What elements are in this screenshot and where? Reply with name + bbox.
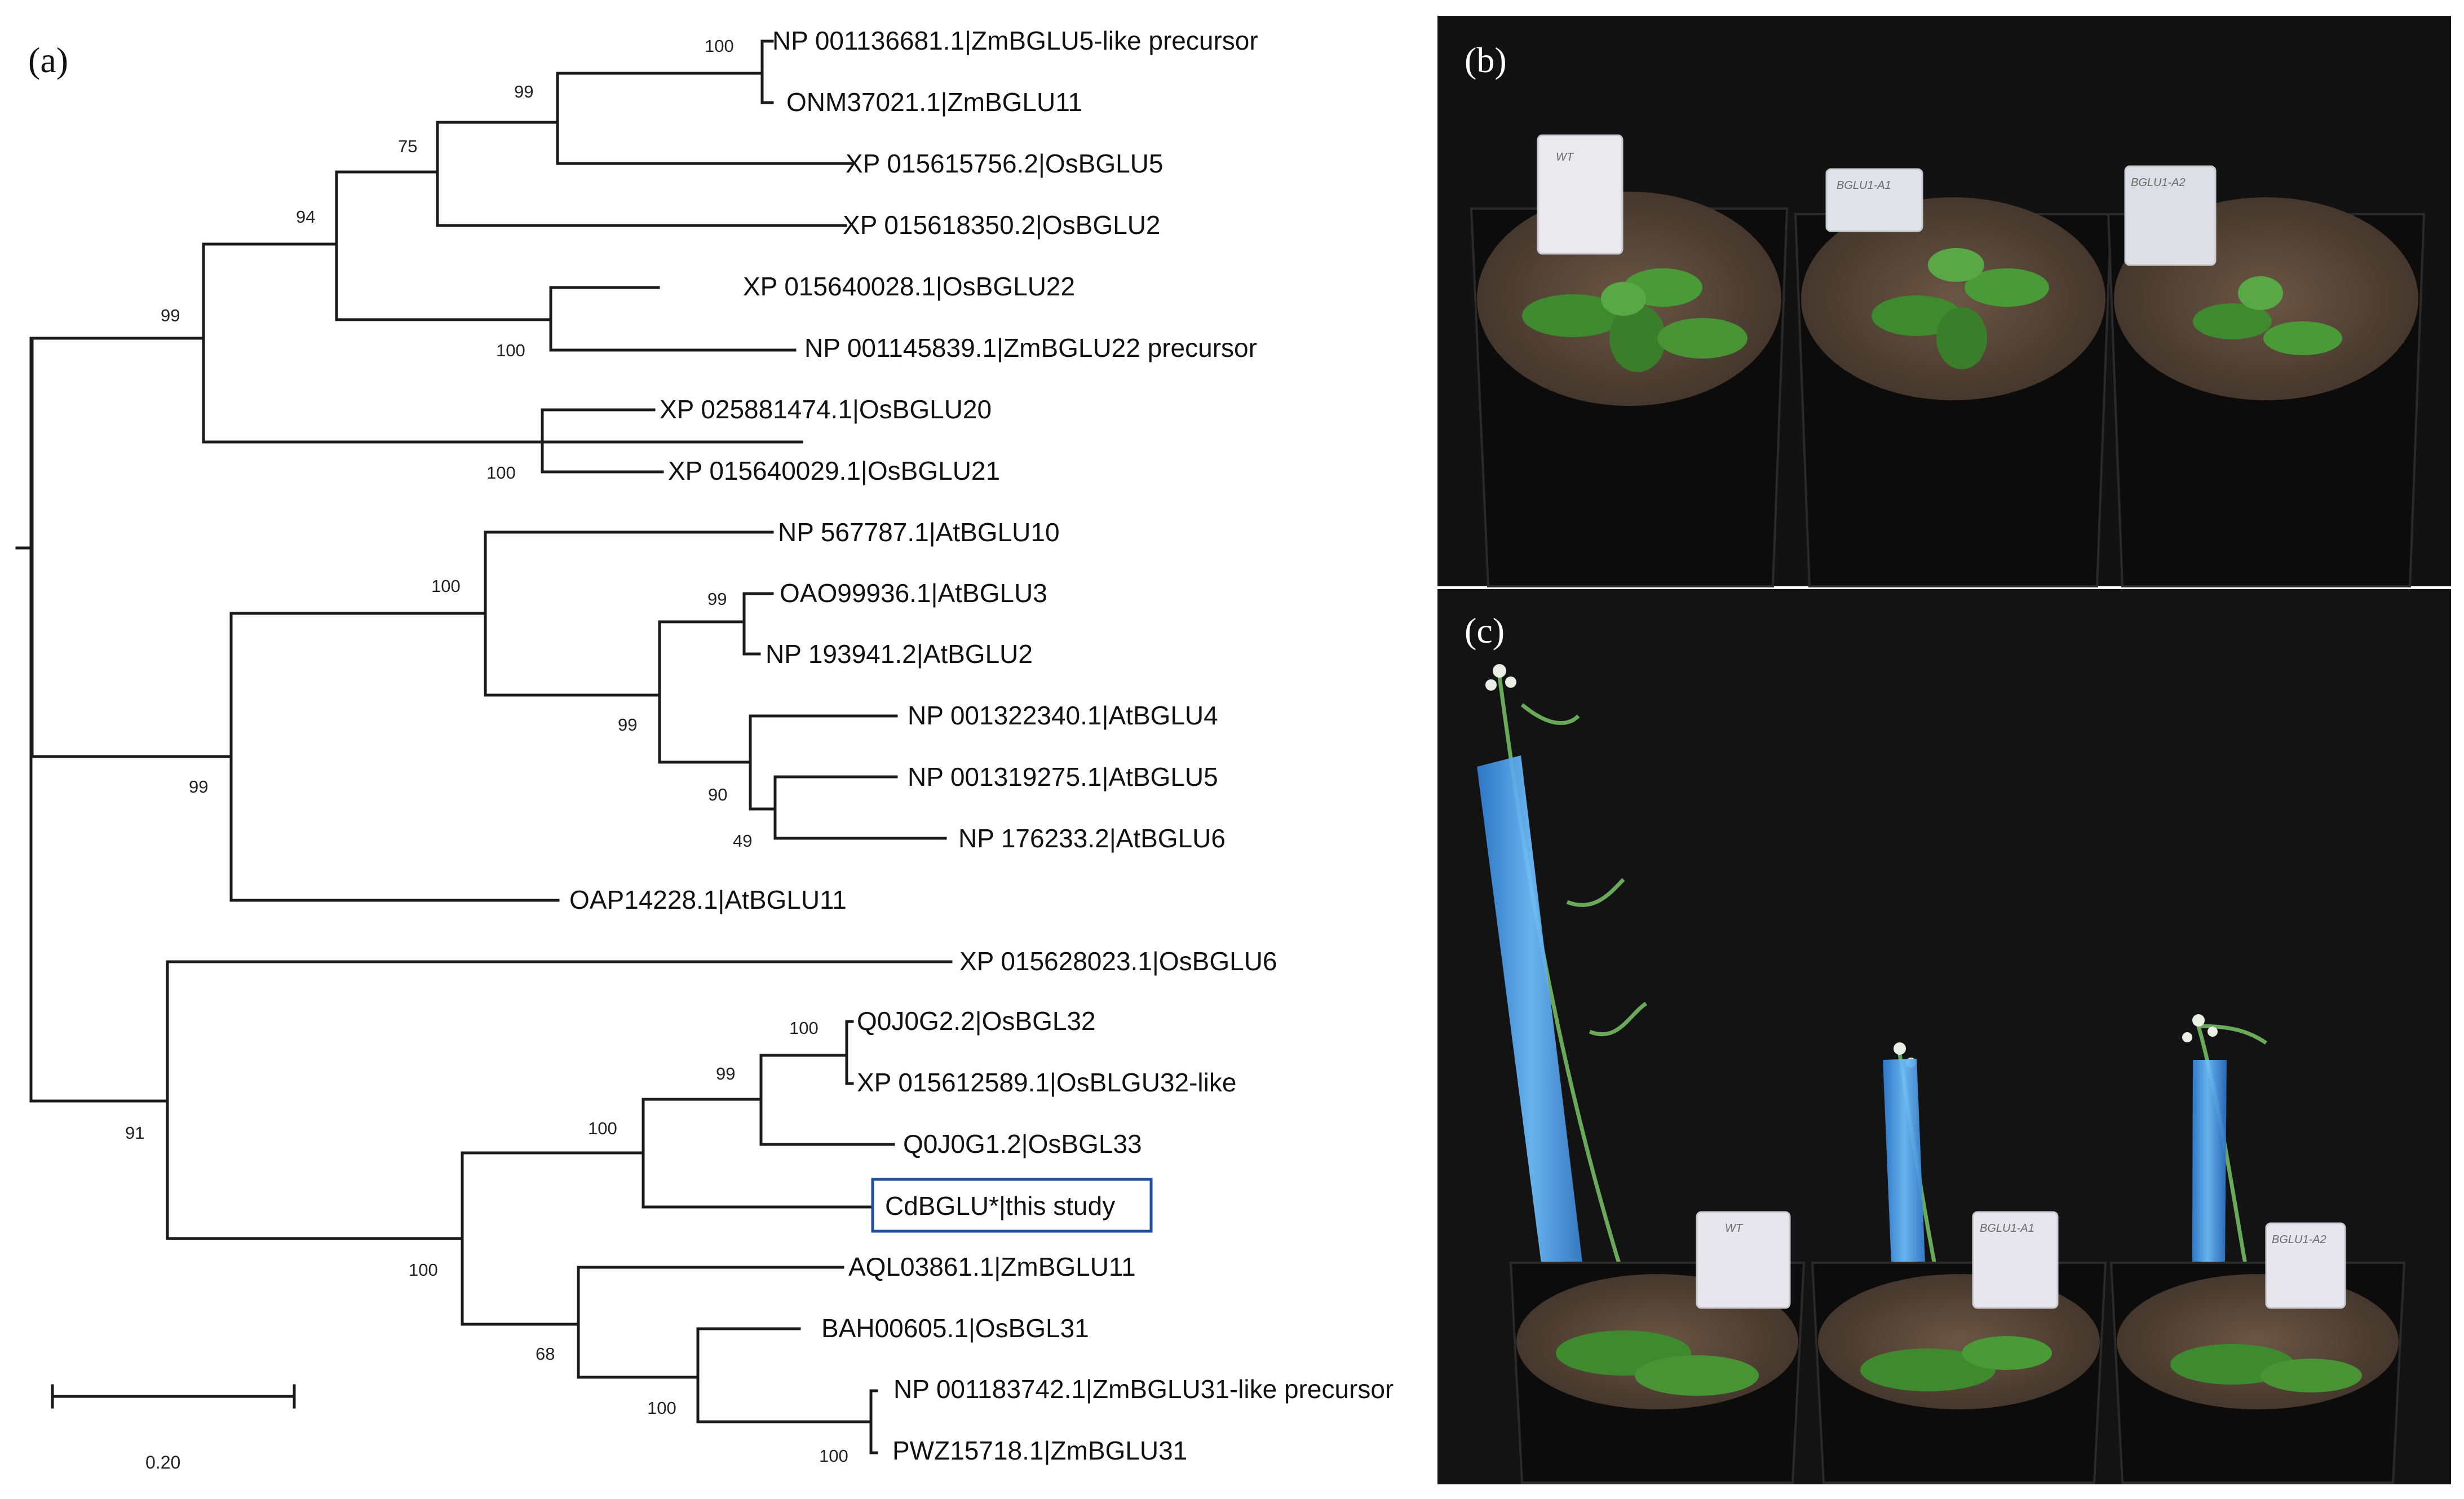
leaf-label: XP 015640029.1|OsBGLU21 bbox=[668, 456, 1000, 485]
panel-label-a: (a) bbox=[28, 40, 68, 80]
pot-wt-c: WT bbox=[1509, 1211, 1806, 1484]
bootstrap-label: 49 bbox=[733, 831, 752, 851]
leaf-label: OAO99936.1|AtBGLU3 bbox=[780, 578, 1047, 608]
leaf-label: NP 001136681.1|ZmBGLU5-like precursor bbox=[772, 26, 1258, 55]
bootstrap-label: 75 bbox=[398, 136, 417, 156]
leaf-label: XP 015618350.2|OsBGLU2 bbox=[843, 210, 1161, 240]
bootstrap-label: 99 bbox=[618, 715, 637, 735]
leaf-label: NP 001183742.1|ZmBGLU31-like precursor bbox=[893, 1374, 1394, 1404]
bootstrap-label: 100 bbox=[588, 1118, 617, 1138]
pot-mutant1-c: BGLU1-A1 bbox=[1811, 1211, 2107, 1484]
leaf-label: ONM37021.1|ZmBGLU11 bbox=[786, 87, 1082, 117]
pot-tag-text: BGLU1-A2 bbox=[2131, 176, 2186, 189]
pot-tag-text: BGLU1-A2 bbox=[2272, 1233, 2326, 1246]
this-study-highlight-box bbox=[871, 1178, 1153, 1233]
pot-mutant2-b: BGLU1-A2 bbox=[2107, 165, 2426, 587]
tree-branches bbox=[15, 39, 953, 1454]
bootstrap-label: 99 bbox=[716, 1064, 735, 1084]
bootstrap-label: 100 bbox=[496, 341, 525, 360]
bootstrap-label: 99 bbox=[707, 589, 727, 609]
pot-mutant2-c: BGLU1-A2 bbox=[2109, 1222, 2406, 1484]
pot-mutant1-b: BGLU1-A1 bbox=[1794, 168, 2113, 587]
bootstrap-label: 99 bbox=[189, 777, 208, 797]
leaf-labels: NP 001136681.1|ZmBGLU5-like precursor ON… bbox=[569, 26, 1394, 1465]
bootstrap-label: 68 bbox=[536, 1344, 555, 1364]
photo-panel-b: (b) WT BGLU1-A1 BGLU1-A2 bbox=[1437, 16, 2451, 587]
bootstrap-label: 94 bbox=[296, 207, 315, 227]
bootstrap-label: 91 bbox=[125, 1123, 144, 1143]
leaf-label: BAH00605.1|OsBGL31 bbox=[821, 1314, 1089, 1343]
leaf-label: XP 015628023.1|OsBGLU6 bbox=[959, 947, 1277, 976]
leaf-label: Q0J0G1.2|OsBGL33 bbox=[903, 1129, 1142, 1158]
bootstrap-label: 100 bbox=[705, 36, 734, 56]
bootstrap-label: 100 bbox=[409, 1260, 438, 1280]
leaf-label: XP 015640028.1|OsBGLU22 bbox=[743, 272, 1075, 301]
photo-panel-c: (c) WT bbox=[1437, 589, 2451, 1484]
leaf-label: NP 001145839.1|ZmBGLU22 precursor bbox=[804, 333, 1257, 362]
leaf-label: XP 015615756.2|OsBGLU5 bbox=[846, 149, 1164, 178]
phylogenetic-tree-panel: (a) bbox=[15, 26, 1394, 1473]
bootstrap-values: 100 99 75 94 99 100 100 100 99 99 99 90 … bbox=[125, 36, 848, 1466]
leaf-label: NP 001319275.1|AtBGLU5 bbox=[908, 762, 1218, 791]
bootstrap-label: 90 bbox=[708, 785, 727, 804]
pot-tag-text: WT bbox=[1556, 151, 1574, 163]
panel-label-b: (b) bbox=[1465, 40, 1507, 80]
bootstrap-label: 100 bbox=[789, 1018, 819, 1038]
leaf-label: NP 001322340.1|AtBGLU4 bbox=[908, 701, 1218, 730]
leaf-label: PWZ15718.1|ZmBGLU31 bbox=[892, 1436, 1187, 1465]
leaf-label: OAP14228.1|AtBGLU11 bbox=[569, 885, 847, 914]
bootstrap-label: 99 bbox=[161, 306, 180, 325]
leaf-label: NP 176233.2|AtBGLU6 bbox=[958, 824, 1226, 853]
leaf-label: AQL03861.1|ZmBGLU11 bbox=[848, 1252, 1136, 1281]
scale-bar-label: 0.20 bbox=[145, 1452, 180, 1473]
pot-tag-text: BGLU1-A1 bbox=[1980, 1222, 2034, 1235]
leaf-label-highlighted: CdBGLU*|this study bbox=[885, 1191, 1115, 1221]
panel-label-c: (c) bbox=[1465, 611, 1505, 651]
leaf-label: NP 193941.2|AtBGLU2 bbox=[766, 639, 1033, 669]
bootstrap-label: 99 bbox=[514, 82, 533, 101]
leaf-label: NP 567787.1|AtBGLU10 bbox=[778, 518, 1060, 547]
pot-tag-text: BGLU1-A1 bbox=[1837, 179, 1891, 192]
bootstrap-label: 100 bbox=[819, 1446, 848, 1466]
pot-tag-text: WT bbox=[1725, 1222, 1744, 1235]
leaf-label: XP 025881474.1|OsBGLU20 bbox=[660, 395, 992, 424]
leaf-label: XP 015612589.1|OsBLGU32-like bbox=[857, 1068, 1236, 1097]
scale-bar: 0.20 bbox=[51, 1384, 296, 1473]
pot-wt-b: WT bbox=[1470, 134, 1789, 587]
leaf-label: Q0J0G2.2|OsBGL32 bbox=[857, 1006, 1096, 1036]
bootstrap-label: 100 bbox=[486, 463, 516, 483]
bootstrap-label: 100 bbox=[647, 1398, 676, 1418]
bootstrap-label: 100 bbox=[431, 576, 461, 596]
